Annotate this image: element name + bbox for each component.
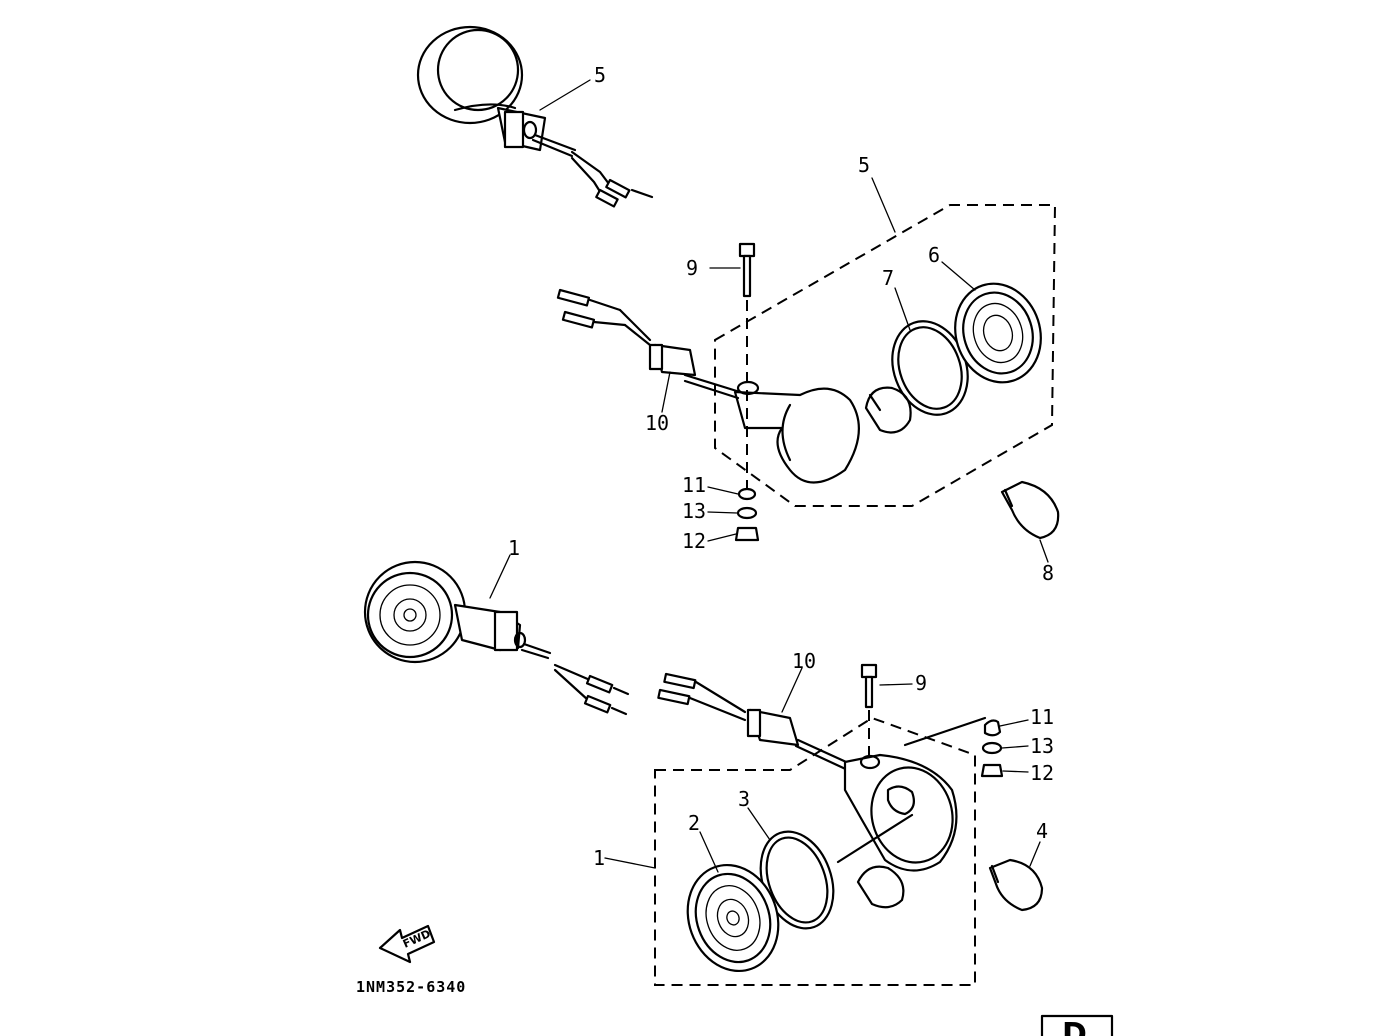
flasher-housing-top	[733, 380, 860, 484]
leader-13-bot	[1001, 745, 1029, 749]
callout-11-top: 11	[682, 473, 706, 497]
leader-1-assy	[604, 857, 656, 869]
leader-11-top	[707, 486, 739, 495]
callout-4: 4	[1036, 819, 1048, 843]
bulb-8	[1000, 480, 1060, 540]
bolt-9-bottom	[860, 663, 878, 755]
washer-nut-stack-bottom	[980, 719, 1004, 778]
leader-5-top	[539, 79, 591, 111]
wire-harness-bottom	[657, 672, 857, 774]
corner-plate-label: D	[1062, 1017, 1087, 1036]
leader-4	[1029, 841, 1041, 867]
callout-1-lamp: 1	[508, 536, 520, 560]
leader-1-lamp	[489, 554, 511, 599]
callout-6: 6	[928, 243, 940, 267]
leader-11-bot	[999, 719, 1029, 727]
forward-direction-arrow: FWD	[378, 924, 436, 964]
wire-harness-top	[556, 288, 742, 400]
callout-8: 8	[1042, 561, 1054, 585]
callout-5-assy: 5	[858, 153, 870, 177]
callout-12-top: 12	[682, 529, 706, 553]
gasket-3-inner	[765, 836, 829, 924]
callout-13-top: 13	[682, 499, 706, 523]
callout-2: 2	[688, 811, 700, 835]
leader-12-bot	[1002, 770, 1029, 773]
leader-12-top	[707, 533, 737, 542]
callout-9-bot: 9	[915, 671, 927, 695]
bulb-4	[988, 858, 1044, 912]
front-flasher-lamp-assembled	[363, 560, 630, 716]
lens-2	[686, 863, 780, 973]
lens-6	[954, 282, 1042, 384]
bolt-9-top	[738, 242, 756, 488]
callout-10-bot: 10	[792, 649, 816, 673]
leader-10-top	[661, 371, 671, 413]
assembly-boundary-5	[714, 204, 1057, 507]
leader-13-top	[707, 511, 738, 514]
leader-3	[747, 807, 771, 841]
callout-11-bot: 11	[1030, 705, 1054, 729]
leader-10-bot	[781, 667, 803, 713]
leader-6	[941, 261, 976, 291]
bulb-in-housing-bottom	[836, 813, 914, 909]
washer-nut-stack-top	[734, 487, 760, 542]
callout-7: 7	[882, 266, 894, 290]
callout-5-top: 5	[594, 63, 606, 87]
gasket-7-inner	[897, 326, 963, 410]
flasher-housing-bottom	[843, 716, 987, 872]
leader-7	[894, 287, 911, 331]
callout-3: 3	[738, 787, 750, 811]
callout-10-top: 10	[645, 411, 669, 435]
leader-2	[699, 831, 719, 873]
assembly-boundary-1	[654, 716, 976, 986]
leader-5-assy	[871, 177, 896, 233]
callout-9-top: 9	[686, 256, 698, 280]
leader-9-bot	[879, 683, 913, 686]
drawing-number: 1NM352-6340	[356, 978, 466, 996]
corner-plate: D	[1040, 1014, 1114, 1036]
leader-8	[1039, 539, 1049, 563]
callout-12-bot: 12	[1030, 761, 1054, 785]
callout-13-bot: 13	[1030, 734, 1054, 758]
rear-flasher-lamp-assembled	[416, 25, 654, 208]
callout-1-assy: 1	[593, 846, 605, 870]
